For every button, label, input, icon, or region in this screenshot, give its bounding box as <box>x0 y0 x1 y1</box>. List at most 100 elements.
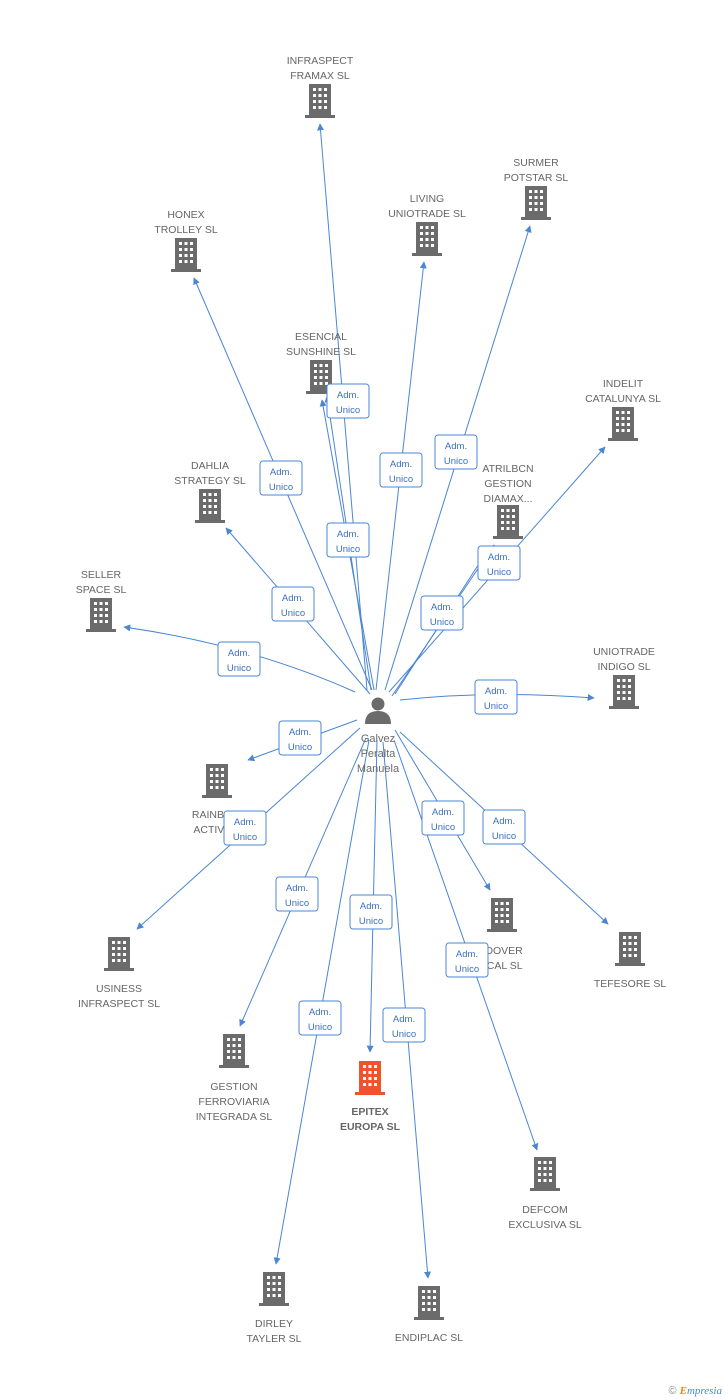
company-label: LIVING <box>410 193 444 205</box>
role-badge-text: Unico <box>389 474 413 485</box>
role-badge-text: Unico <box>487 567 511 578</box>
role-badge-epitex-europa[interactable]: Adm. Unico <box>349 894 393 930</box>
role-badge-text: Unico <box>336 544 360 555</box>
role-badge-box <box>445 942 489 978</box>
role-badge-dahlia-strategy[interactable]: Adm.Unico <box>271 586 315 622</box>
building-icon <box>608 407 638 441</box>
company-label: ATRILBCN <box>482 463 533 475</box>
company-node-endiplac[interactable]: ENDIPLAC SL <box>395 1286 463 1344</box>
role-badge-rainbow-activity[interactable]: Adm. Unico <box>278 720 322 756</box>
building-icon <box>530 1157 560 1191</box>
company-label: INFRASPECT <box>287 55 354 67</box>
role-badge-surmer-potstar[interactable]: Adm.Unico <box>434 434 478 470</box>
brand-rest: mpresia <box>686 1385 722 1397</box>
role-badge-text: Adm. <box>282 593 304 604</box>
role-badge-box <box>382 1007 426 1043</box>
role-badge-text: Adm. <box>270 467 292 478</box>
company-node-living-uniotrade[interactable]: LIVING UNIOTRADE SL <box>388 193 466 256</box>
role-badge-uniotrade-indigo[interactable]: Adm.Unico <box>474 679 518 715</box>
center-person-label: Galvez <box>361 733 395 745</box>
role-badge-text: Adm. <box>360 901 382 912</box>
brand-initial: E <box>679 1385 687 1397</box>
role-badge-text: Unico <box>233 832 257 843</box>
role-badge-text: Adm. <box>456 949 478 960</box>
building-icon <box>171 238 201 272</box>
company-label: DIAMAX... <box>483 493 532 505</box>
role-badge-box <box>271 586 315 622</box>
company-label: TROLLEY SL <box>154 224 218 236</box>
company-label: TEFESORE SL <box>594 978 667 990</box>
company-label: SPACE SL <box>76 584 127 596</box>
building-icon <box>487 898 517 932</box>
role-badge-box <box>259 460 303 496</box>
role-badge-hoover-tical[interactable]: Adm.Unico <box>421 800 465 836</box>
role-badge-text: Adm. <box>228 648 250 659</box>
role-badge-box <box>421 800 465 836</box>
building-icon <box>219 1034 249 1068</box>
company-label: FERROVIARIA <box>198 1096 269 1108</box>
role-badge-text: Unico <box>336 405 360 416</box>
company-node-gestion-ferroviaria[interactable]: GESTION FERROVIARIA INTEGRADA SL <box>196 1034 273 1123</box>
role-badge-text: Adm. <box>289 727 311 738</box>
company-label: DAHLIA <box>191 460 229 472</box>
role-badge-honex-trolley[interactable]: Adm. Unico <box>259 460 303 496</box>
role-badge-esencial-sunshine[interactable]: Adm.Unico <box>326 383 370 419</box>
building-icon <box>259 1272 289 1306</box>
company-label: SELLER <box>81 569 122 581</box>
footer-brand: ©Empresia <box>669 1385 723 1397</box>
role-badge-usiness-infraspect[interactable]: Adm.Unico <box>223 810 267 846</box>
role-badge-gestion-ferroviaria[interactable]: Adm.Unico <box>275 876 319 912</box>
role-badge-box <box>298 1000 342 1036</box>
company-node-hoover-tical[interactable]: HOOVER TICAL SL <box>477 898 523 972</box>
building-icon <box>202 764 232 798</box>
company-label: INTEGRADA SL <box>196 1111 273 1123</box>
company-node-seller-space[interactable]: SELLER SPACE SL <box>76 569 127 632</box>
role-badge-seller-space[interactable]: Adm.Unico <box>217 641 261 677</box>
role-badge-dirley-tayler[interactable]: Adm.Unico <box>298 1000 342 1036</box>
copyright-symbol: © <box>668 1385 677 1397</box>
company-node-tefesore[interactable]: TEFESORE SL <box>594 932 667 990</box>
company-label: HOOVER <box>477 945 523 957</box>
role-badge-tefesore[interactable]: Adm. Unico <box>482 809 526 845</box>
role-badge-living-uniotrade[interactable]: Adm.Unico <box>379 452 423 488</box>
building-icon <box>414 1286 444 1320</box>
role-badge-text: Unico <box>288 742 312 753</box>
company-node-atrilbcn-gestion[interactable]: ATRILBCNGESTIONDIAMAX... <box>482 463 534 539</box>
company-label: TICAL SL <box>477 960 522 972</box>
role-badge-text: Unico <box>392 1029 416 1040</box>
brand-logo[interactable]: Empresia <box>680 1385 722 1397</box>
company-label: UNIOTRADE SL <box>388 208 466 220</box>
role-badge-defcom-exclusiva[interactable]: Adm.Unico <box>445 942 489 978</box>
role-badge-text: Unico <box>444 456 468 467</box>
role-badge-text: Unico <box>285 898 309 909</box>
company-label: EXCLUSIVA SL <box>508 1219 582 1231</box>
role-badge-extra-1[interactable]: Adm.Unico <box>420 595 464 631</box>
role-badge-text: Unico <box>492 831 516 842</box>
role-badge-atrilbcn-gestion[interactable]: Adm.Unico <box>477 545 521 581</box>
role-badge-extra-0[interactable]: Adm.Unico <box>326 522 370 558</box>
building-icon <box>86 598 116 632</box>
role-badge-box <box>482 809 526 845</box>
role-badge-text: Adm. <box>493 816 515 827</box>
company-label: EPITEX <box>351 1106 388 1118</box>
company-label: GESTION <box>210 1081 257 1093</box>
role-badge-text: Unico <box>269 482 293 493</box>
role-badge-text: Unico <box>359 916 383 927</box>
building-icon <box>355 1061 385 1095</box>
role-badge-endiplac[interactable]: Adm.Unico <box>382 1007 426 1043</box>
company-label: INFRASPECT SL <box>78 998 160 1010</box>
role-badge-box <box>326 522 370 558</box>
role-badge-box <box>275 876 319 912</box>
